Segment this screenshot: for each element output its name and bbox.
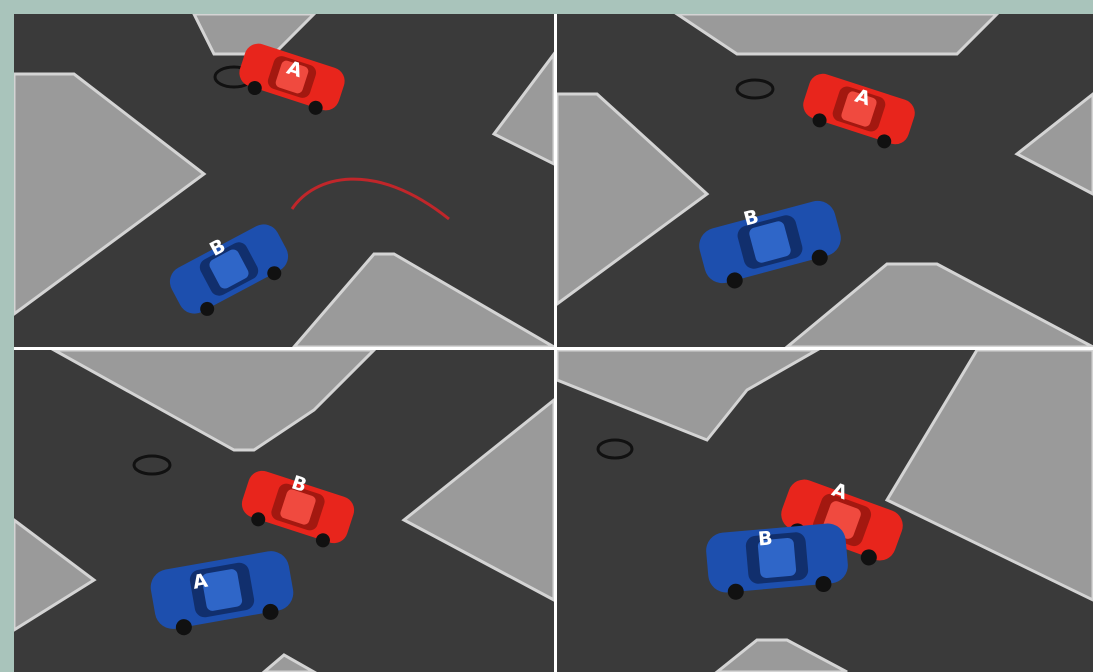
panel-1: A B [14,14,554,347]
panel-2: A B [557,14,1093,347]
panel-4: A B [557,350,1093,672]
panel-3: B A [14,350,554,672]
car-label: B [757,527,773,550]
divider-vertical [554,14,557,672]
divider-horizontal [14,347,1093,350]
